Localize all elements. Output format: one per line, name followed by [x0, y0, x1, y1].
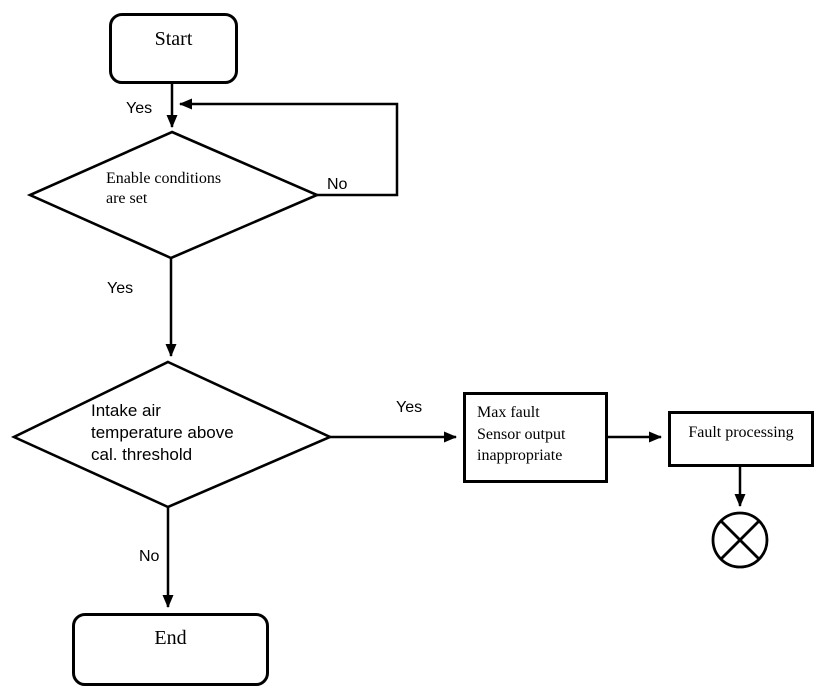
end-label: End	[154, 627, 187, 649]
edge-label-no-intake: No	[139, 548, 160, 565]
fault-processing-label: Fault processing	[688, 424, 794, 441]
edge-label-no-loop: No	[327, 176, 348, 193]
decision-intake-air-shape	[10, 360, 334, 509]
start-label: Start	[154, 28, 193, 50]
enable-conditions-line: Enable conditions	[106, 170, 222, 187]
intake-air-line: temperature above	[91, 423, 234, 442]
enable-conditions-line: are set	[106, 189, 148, 207]
edge-label-yes-intake: Yes	[396, 399, 423, 416]
max-fault-line: inappropriate	[477, 447, 563, 464]
max-fault-line: Sensor output	[477, 425, 566, 443]
edge-label-yes-enable: Yes	[107, 280, 134, 297]
intake-air-line: Intake air	[91, 401, 161, 420]
edge-label-yes-start: Yes	[126, 100, 153, 117]
circle-x-icon	[711, 511, 769, 569]
start-node: Start	[109, 13, 238, 84]
decision-intake-air-label: Intake air temperature above cal. thresh…	[91, 400, 234, 466]
intake-air-line: cal. threshold	[91, 445, 193, 464]
decision-enable-conditions-label: Enable conditions are set	[106, 169, 221, 208]
decision-enable-conditions-shape	[26, 130, 321, 260]
max-fault-line: Max fault	[477, 404, 540, 421]
process-max-fault: Max fault Sensor output inappropriate	[463, 392, 608, 483]
edge-enable-no-loop	[179, 98, 399, 197]
end-node: End	[72, 613, 269, 686]
process-fault-processing: Fault processing	[668, 411, 814, 467]
